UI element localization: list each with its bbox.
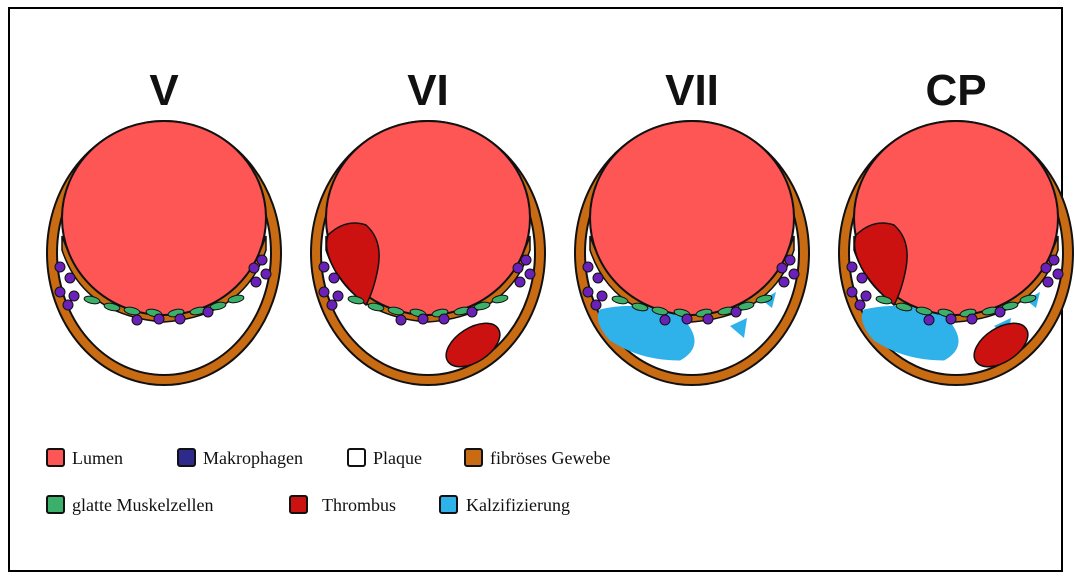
macrophage bbox=[329, 273, 339, 283]
legend-item-fibroes: fibröses Gewebe bbox=[465, 448, 610, 468]
macrophage bbox=[967, 314, 977, 324]
lumen-swatch bbox=[47, 449, 64, 466]
legend-label-thrombus: Thrombus bbox=[322, 495, 396, 515]
makrophagen-swatch bbox=[178, 449, 195, 466]
legend-label-muskel: glatte Muskelzellen bbox=[72, 495, 213, 515]
macrophage bbox=[682, 314, 692, 324]
macrophage bbox=[69, 291, 79, 301]
macrophage bbox=[515, 277, 525, 287]
macrophage bbox=[203, 307, 213, 317]
macrophage bbox=[660, 315, 670, 325]
stage-title: VI bbox=[407, 66, 449, 115]
macrophage bbox=[583, 287, 593, 297]
macrophage bbox=[861, 291, 871, 301]
macrophage bbox=[591, 300, 601, 310]
stage-title: V bbox=[149, 66, 179, 115]
macrophage bbox=[1053, 269, 1063, 279]
macrophage bbox=[65, 273, 75, 283]
macrophage bbox=[1049, 255, 1059, 265]
legend-item-makrophagen: Makrophagen bbox=[178, 448, 303, 468]
macrophage bbox=[847, 262, 857, 272]
macrophage bbox=[857, 273, 867, 283]
macrophage bbox=[439, 314, 449, 324]
macrophage bbox=[319, 262, 329, 272]
macrophage bbox=[63, 300, 73, 310]
legend-label-lumen: Lumen bbox=[72, 448, 123, 468]
macrophage bbox=[593, 273, 603, 283]
macrophage bbox=[847, 287, 857, 297]
legend-label-kalzifizierung: Kalzifizierung bbox=[466, 495, 570, 515]
legend: Lumen Makrophagen Plaque fibröses Gewebe… bbox=[47, 448, 610, 515]
legend-item-plaque: Plaque bbox=[348, 448, 422, 468]
macrophage bbox=[251, 277, 261, 287]
stage-title: CP bbox=[925, 66, 986, 115]
macrophage bbox=[924, 315, 934, 325]
lumen bbox=[590, 121, 794, 315]
macrophage bbox=[521, 255, 531, 265]
macrophage bbox=[55, 262, 65, 272]
macrophage bbox=[327, 300, 337, 310]
macrophage bbox=[249, 263, 259, 273]
macrophage bbox=[55, 287, 65, 297]
macrophage bbox=[261, 269, 271, 279]
legend-item-lumen: Lumen bbox=[47, 448, 123, 468]
legend-item-muskel: glatte Muskelzellen bbox=[47, 495, 213, 515]
macrophage bbox=[513, 263, 523, 273]
macrophage bbox=[597, 291, 607, 301]
stage-title: VII bbox=[665, 66, 719, 115]
macrophage bbox=[1043, 277, 1053, 287]
legend-item-thrombus: Thrombus bbox=[290, 495, 396, 515]
lumen bbox=[62, 121, 266, 315]
macrophage bbox=[995, 307, 1005, 317]
macrophage bbox=[154, 314, 164, 324]
macrophage bbox=[1041, 263, 1051, 273]
macrophage bbox=[583, 262, 593, 272]
legend-label-fibroes: fibröses Gewebe bbox=[490, 448, 610, 468]
macrophage bbox=[257, 255, 267, 265]
legend-label-makrophagen: Makrophagen bbox=[203, 448, 303, 468]
legend-label-plaque: Plaque bbox=[373, 448, 422, 468]
macrophage bbox=[703, 314, 713, 324]
muskel-swatch bbox=[47, 496, 64, 513]
stage-panel-vi: VI bbox=[311, 66, 545, 385]
plaque-swatch bbox=[348, 449, 365, 466]
macrophage bbox=[132, 315, 142, 325]
stage-panel-vii: VII bbox=[575, 66, 809, 385]
macrophage bbox=[779, 277, 789, 287]
macrophage bbox=[525, 269, 535, 279]
thrombus-swatch bbox=[290, 496, 307, 513]
macrophage bbox=[946, 314, 956, 324]
macrophage bbox=[777, 263, 787, 273]
macrophage bbox=[175, 314, 185, 324]
macrophage bbox=[396, 315, 406, 325]
kalzifizierung-swatch bbox=[440, 496, 457, 513]
macrophage bbox=[418, 314, 428, 324]
macrophage bbox=[789, 269, 799, 279]
stage-panels: V VI VII CP bbox=[47, 66, 1073, 385]
macrophage bbox=[333, 291, 343, 301]
macrophage bbox=[731, 307, 741, 317]
stage-panel-cp: CP bbox=[839, 66, 1073, 385]
macrophage bbox=[785, 255, 795, 265]
fibroes-swatch bbox=[465, 449, 482, 466]
macrophage bbox=[319, 287, 329, 297]
legend-item-kalzifizierung: Kalzifizierung bbox=[440, 495, 570, 515]
stage-panel-v: V bbox=[47, 66, 281, 385]
macrophage bbox=[855, 300, 865, 310]
macrophage bbox=[467, 307, 477, 317]
